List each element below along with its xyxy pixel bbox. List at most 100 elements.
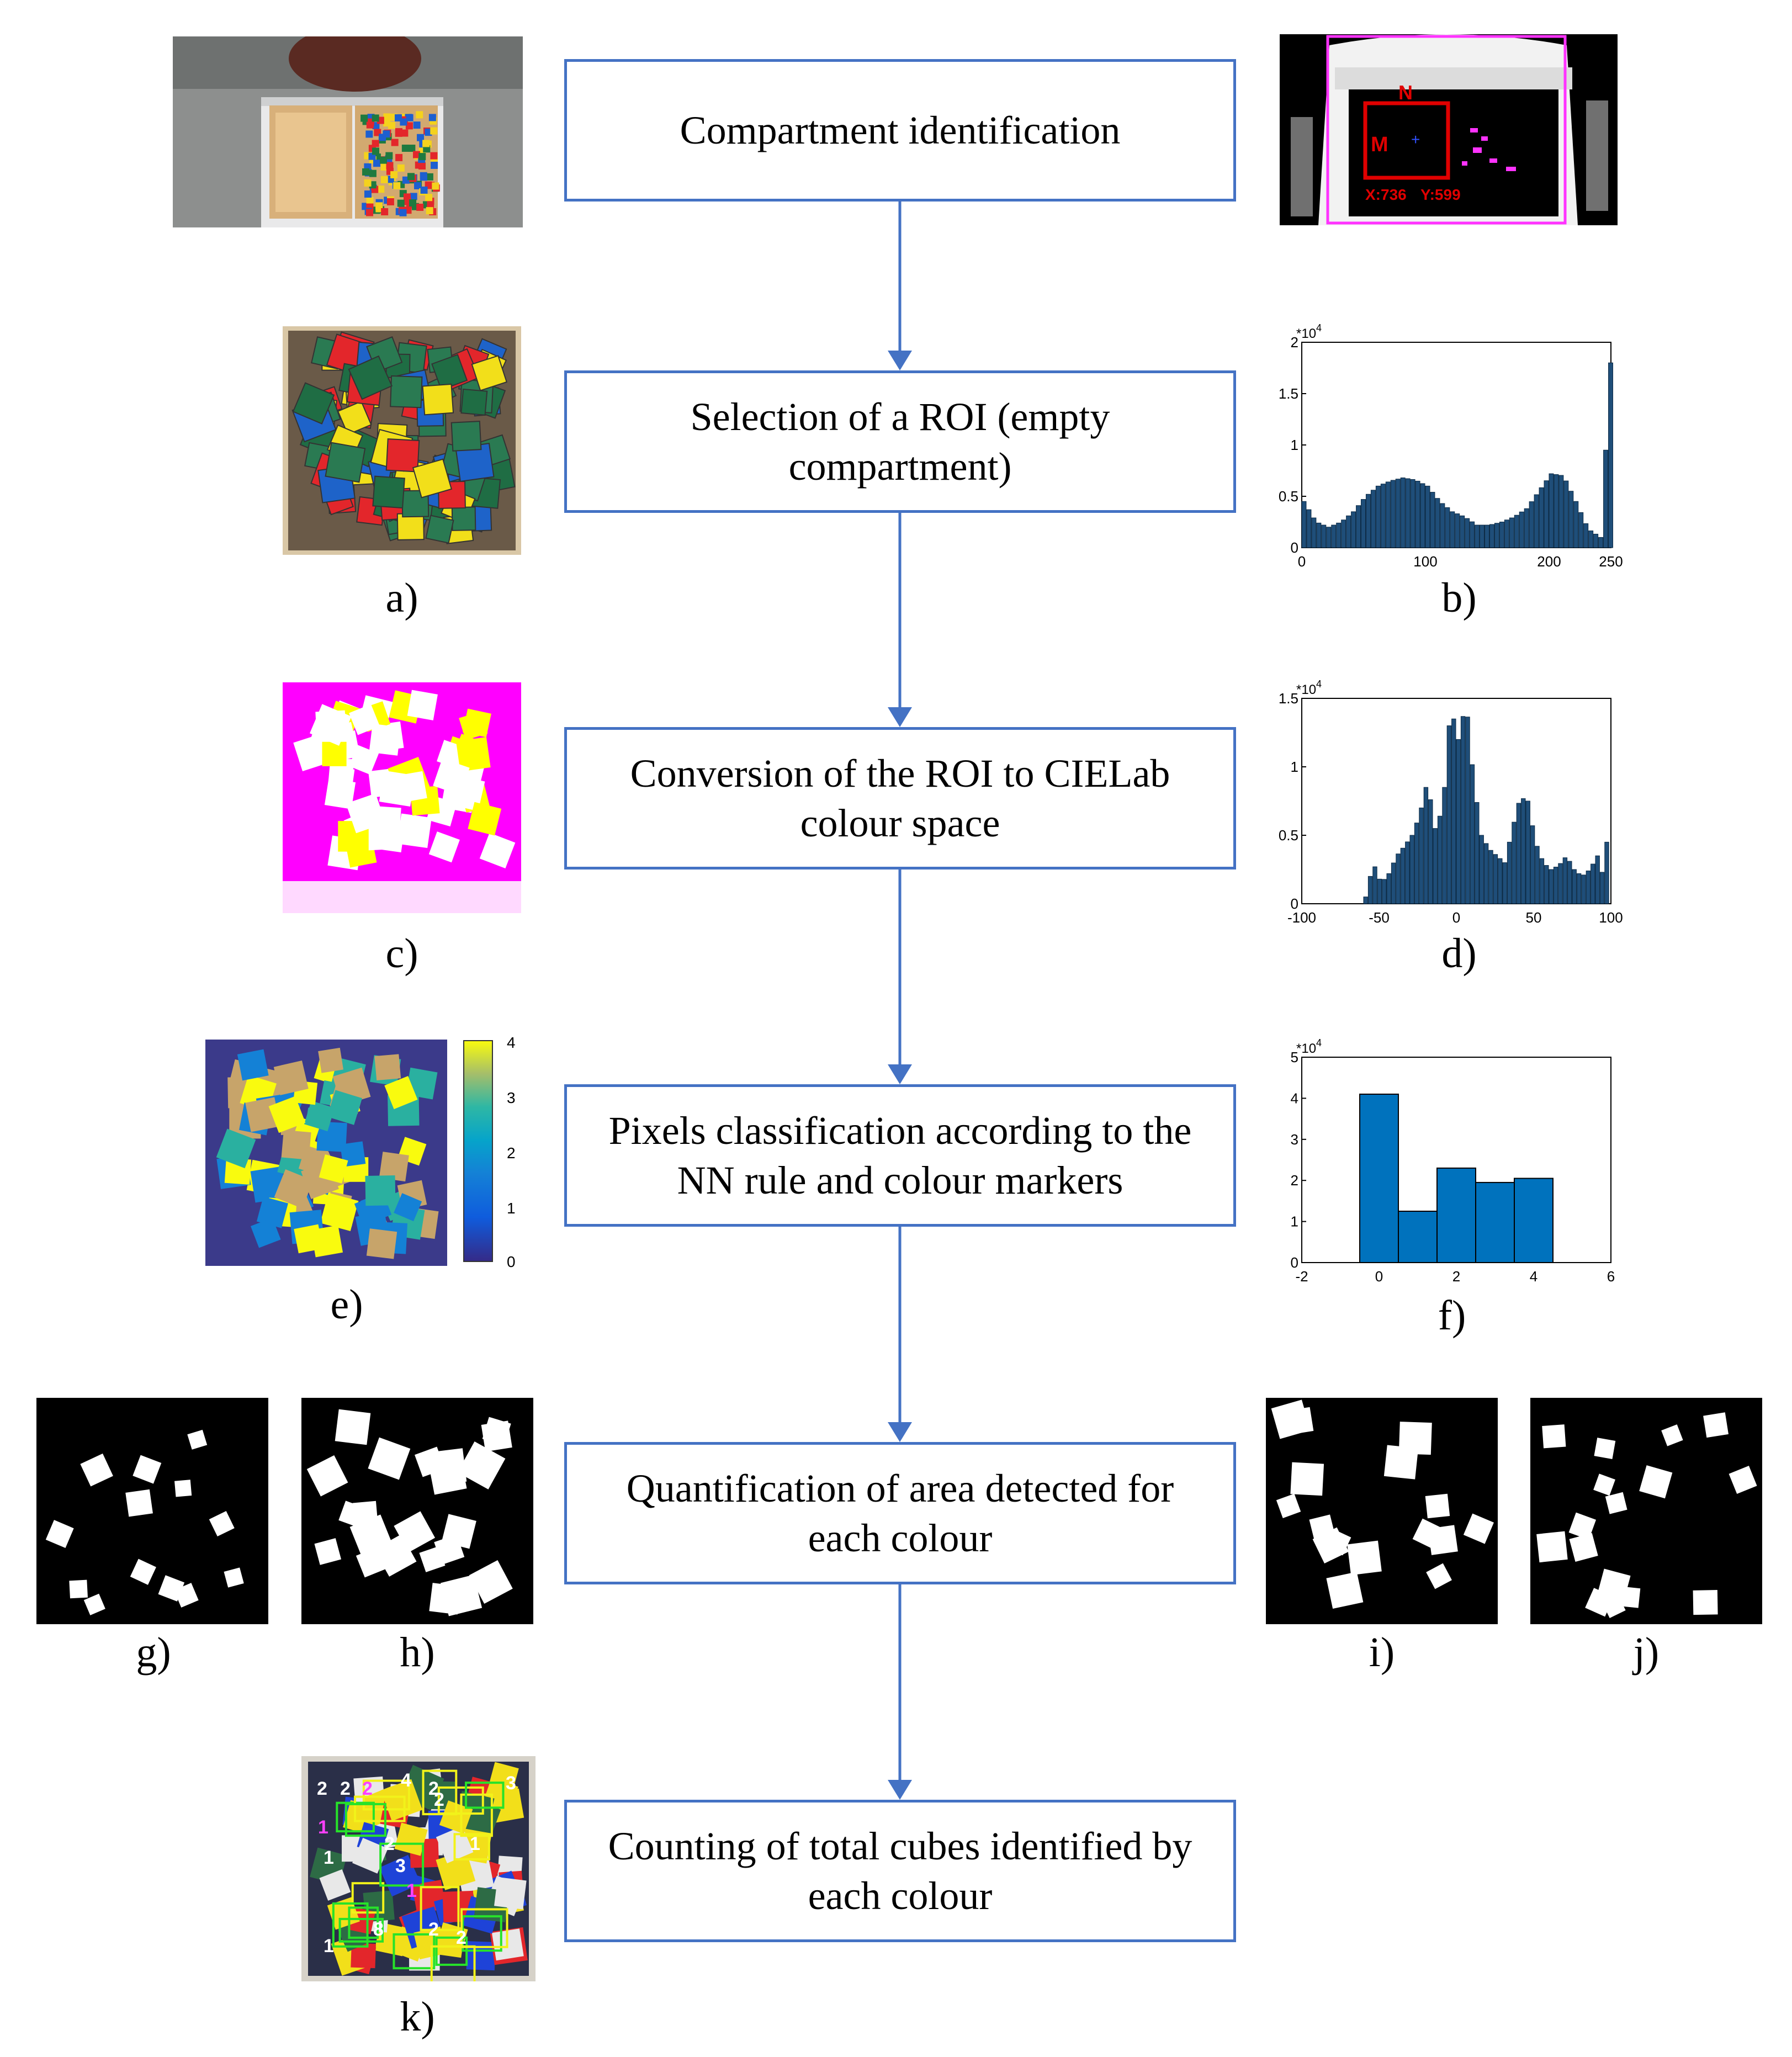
cube [372,147,380,155]
cube [459,711,488,740]
cbar-tick: 4 [507,1034,516,1051]
histogram-bar [1361,499,1366,548]
detected-region [1594,1438,1616,1459]
cube [329,766,355,792]
x-tick-label: -50 [1369,909,1390,926]
histogram-bar [1398,1211,1438,1263]
x-tick-label: 0 [1298,553,1306,570]
cube [425,129,432,136]
histogram-bar [1509,517,1514,548]
histogram-bar [1572,869,1577,904]
cube [426,173,433,181]
y-exponent: *104 [1296,322,1322,341]
mask-i [1266,1398,1498,1624]
detected-region [1693,1590,1718,1615]
histogram-bar [1437,815,1443,904]
cube [390,171,398,179]
cube [374,1054,401,1081]
y-tick-label: 0 [1291,539,1298,556]
cube [348,355,393,400]
cube [365,1175,396,1206]
cube [406,114,413,121]
label-f: f) [1438,1292,1466,1339]
cube [380,163,388,171]
m-marker: M [1371,133,1388,156]
histogram-bar [1396,853,1401,904]
arrowhead [888,1780,912,1800]
histogram-bar [1455,513,1460,548]
detected-region [1536,1531,1568,1563]
cube-count-label: 3 [395,1855,406,1876]
x-tick-label: 6 [1607,1268,1615,1285]
cube [394,1822,428,1856]
histogram-bar [1363,897,1368,904]
step-text: Counting of total cubes identified by ea… [608,1824,1192,1918]
histogram-bar [1525,800,1530,904]
x-tick-label: 0 [1375,1268,1383,1285]
x-tick-label: 100 [1599,909,1623,926]
cube-count-label: 2 [428,1778,439,1799]
histogram-bar [1395,479,1401,548]
y-exponent: *104 [1296,1037,1322,1056]
histogram-bar [1581,874,1586,904]
histogram-bar [1400,478,1406,548]
histogram-bar [1391,862,1396,904]
histogram-bar [1475,524,1480,548]
mask-h [301,1398,533,1624]
step-text: Quantification of area detected for each… [626,1466,1174,1560]
roi-cube-photo [283,326,521,555]
detected-region [1425,1493,1450,1519]
histogram-bar [1539,487,1544,548]
label-e: e) [330,1281,363,1328]
histogram-bar [1386,873,1391,904]
cube [362,168,370,176]
histogram-bar [1493,854,1498,904]
histogram-bar [1460,716,1466,904]
x-tick-label: 200 [1537,553,1561,570]
histogram-bar [1489,524,1494,548]
histogram-bar [1419,807,1424,904]
histogram-bar [1544,865,1549,904]
cube [409,199,417,207]
histogram-bar [1590,863,1595,904]
cube [391,139,399,146]
cube [410,193,417,200]
center-cross: + [1411,131,1420,148]
histogram-bar [1567,861,1572,904]
histogram-bar [1306,509,1312,548]
cube [256,1196,288,1228]
cube [315,710,347,741]
histogram-bar [1549,473,1554,548]
cube [439,1800,473,1834]
histogram-bar [1365,494,1371,548]
detected-region [1324,1529,1351,1556]
cube [408,145,416,152]
y-tick-label: 1 [1291,759,1298,775]
bbox [348,1906,379,1939]
coord-y: Y:599 [1420,186,1461,203]
step-cielab-conversion: Conversion of the ROI to CIELab colour s… [564,727,1236,870]
detected-region [1383,1445,1419,1480]
cube [417,134,425,141]
bbox [422,1769,458,1816]
detected-region [429,1448,467,1486]
detected-region [1347,1540,1382,1576]
cube [460,388,488,416]
histogram-bar [1568,491,1574,548]
histogram-bar [1544,480,1549,548]
y-tick-label: 1.5 [1279,385,1298,402]
histogram-bar [1485,524,1489,548]
histogram-bar [1367,876,1373,904]
cube-count-label: 2 [428,1919,439,1940]
cube [399,209,407,216]
cube [385,438,420,473]
histogram-bar [1608,362,1613,548]
histogram-bar [1598,537,1604,548]
roi-cubes [291,331,516,544]
cube [428,114,436,121]
cube [364,179,372,187]
cube [304,1100,335,1132]
